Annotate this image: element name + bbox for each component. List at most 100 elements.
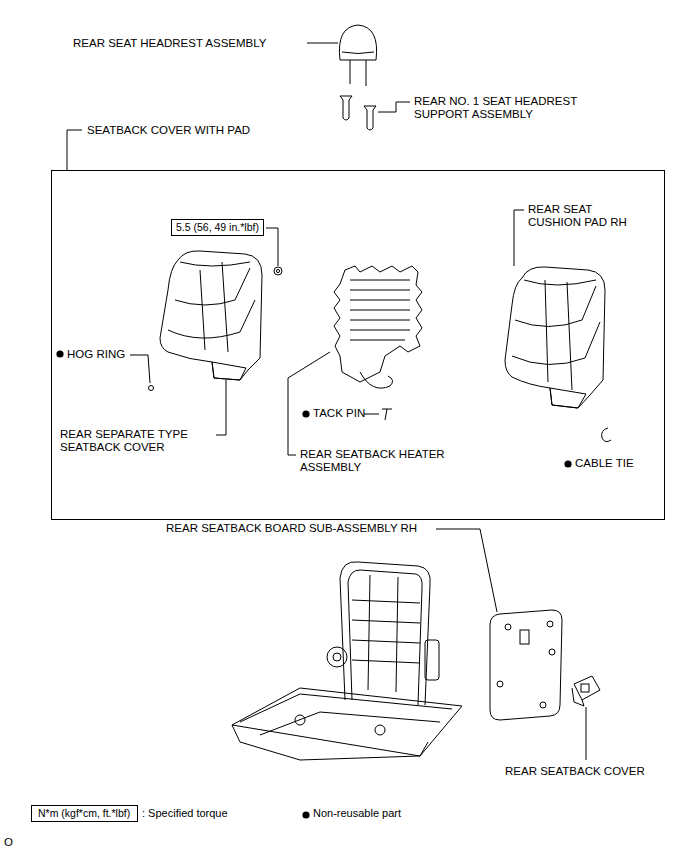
seat-frame bbox=[352, 640, 420, 643]
part-name: REAR SEATBACK COVER bbox=[505, 765, 645, 778]
seatback-heater bbox=[350, 300, 410, 301]
part-name: REAR SEATBACK BOARD SUB-ASSEMBLY RH bbox=[166, 522, 417, 535]
non-reusable-dot bbox=[56, 350, 63, 357]
seatback-board bbox=[540, 702, 546, 708]
seatback-cover bbox=[180, 262, 250, 266]
cable-tie bbox=[602, 428, 611, 442]
hog-ring bbox=[149, 386, 154, 391]
seatback-cover-small bbox=[581, 684, 589, 692]
headrest bbox=[366, 60, 367, 86]
cushion-pad bbox=[550, 388, 586, 408]
cushion-pad bbox=[512, 322, 600, 365]
seatback-board bbox=[505, 624, 511, 630]
seatback-cover-small bbox=[574, 676, 600, 700]
torque-legend-box: N*m (kgf*cm, ft.*lbf) bbox=[31, 805, 138, 822]
seatback-board bbox=[520, 630, 529, 644]
seatback-cover bbox=[212, 362, 246, 380]
nut bbox=[276, 269, 279, 272]
leader-line bbox=[67, 43, 586, 760]
seatback-board bbox=[547, 621, 553, 627]
headrest bbox=[339, 25, 376, 60]
seatback-heater bbox=[334, 266, 422, 388]
non-reusable-dot bbox=[564, 460, 571, 467]
cushion-pad bbox=[524, 280, 596, 285]
part-name: REAR NO. 1 SEAT HEADREST SUPPORT ASSEMBL… bbox=[414, 95, 594, 121]
seat-frame bbox=[352, 600, 420, 603]
seatback-heater bbox=[360, 372, 393, 388]
cushion-pad bbox=[505, 267, 605, 408]
leader-line bbox=[266, 228, 278, 266]
group-frame: SEATBACK COVER WITH PAD5.5 (56, 49 in.*l… bbox=[51, 170, 665, 520]
leader-line bbox=[67, 130, 82, 170]
tack-pin bbox=[382, 409, 392, 420]
group-heading: SEATBACK COVER WITH PAD bbox=[87, 124, 250, 137]
seatback-cover-small bbox=[572, 676, 600, 706]
part-name: REAR SEPARATE TYPE SEATBACK COVER bbox=[60, 428, 210, 454]
seat-frame bbox=[327, 647, 347, 667]
leader-line bbox=[307, 43, 338, 44]
seat-frame bbox=[333, 653, 341, 661]
seatback-cover bbox=[200, 270, 205, 350]
seatback-cover bbox=[222, 262, 228, 352]
seatback-heater bbox=[350, 280, 410, 281]
leader-line bbox=[436, 529, 497, 612]
seat-frame bbox=[348, 570, 422, 705]
nut bbox=[274, 267, 282, 275]
seatback-cover bbox=[168, 300, 255, 338]
headrest-support bbox=[340, 96, 376, 130]
part-name: REAR SEAT HEADREST ASSEMBLY bbox=[73, 37, 266, 50]
seat-frame bbox=[375, 725, 385, 735]
torque-box: 5.5 (56, 49 in.*lbf) bbox=[171, 219, 264, 236]
part-name: REAR SEATBACK HEATER ASSEMBLY bbox=[300, 448, 470, 474]
seat-frame bbox=[368, 575, 370, 690]
seat-frame bbox=[425, 640, 439, 680]
seat-frame bbox=[232, 562, 462, 760]
seatback-board bbox=[549, 649, 555, 655]
leader-line bbox=[288, 352, 330, 455]
box-text: 5.5 (56, 49 in.*lbf) bbox=[176, 221, 259, 234]
leader-line bbox=[514, 210, 524, 266]
nut bbox=[274, 267, 282, 275]
leader-line bbox=[130, 355, 150, 383]
headrest bbox=[342, 52, 374, 54]
box-text: N*m (kgf*cm, ft.*lbf) bbox=[38, 807, 131, 820]
seat-frame bbox=[260, 712, 320, 735]
seatback-heater bbox=[350, 330, 410, 331]
part-name: HOG RING bbox=[67, 348, 125, 361]
seatback-cover bbox=[160, 251, 262, 380]
seat-frame bbox=[340, 562, 430, 705]
seat-frame bbox=[352, 660, 420, 663]
seat-frame bbox=[232, 688, 462, 756]
seat-frame bbox=[352, 620, 420, 623]
seatback-board bbox=[497, 681, 503, 687]
leader-line bbox=[378, 102, 410, 112]
seat-frame bbox=[240, 694, 452, 722]
part-name: REAR SEAT CUSHION PAD RH bbox=[528, 203, 638, 229]
seatback-cover bbox=[175, 268, 250, 305]
cushion-pad bbox=[567, 282, 572, 390]
cable-tie bbox=[602, 428, 611, 442]
seatback-cover-small bbox=[572, 688, 584, 706]
seatback-cover bbox=[160, 251, 262, 380]
part-name: TACK PIN bbox=[313, 407, 365, 420]
cushion-pad bbox=[505, 267, 605, 408]
headrest-support bbox=[340, 96, 352, 120]
non-reusable-dot bbox=[56, 350, 571, 818]
seatback-board bbox=[490, 610, 562, 720]
non-reusable-dot bbox=[302, 811, 309, 818]
seat-frame bbox=[295, 715, 305, 725]
seatback-heater bbox=[350, 320, 410, 321]
seat-frame bbox=[300, 756, 420, 760]
seatback-board bbox=[490, 610, 562, 720]
seat-frame bbox=[320, 712, 440, 722]
headrest bbox=[350, 60, 351, 84]
headrest bbox=[339, 25, 376, 86]
leader-line bbox=[216, 380, 226, 435]
seatback-heater bbox=[350, 290, 410, 291]
seat-frame bbox=[420, 742, 428, 756]
seat-frame bbox=[232, 725, 240, 742]
tack-pin bbox=[385, 409, 387, 420]
seatback-heater bbox=[334, 266, 422, 382]
cushion-pad bbox=[515, 286, 596, 327]
seatback-heater bbox=[350, 310, 410, 311]
